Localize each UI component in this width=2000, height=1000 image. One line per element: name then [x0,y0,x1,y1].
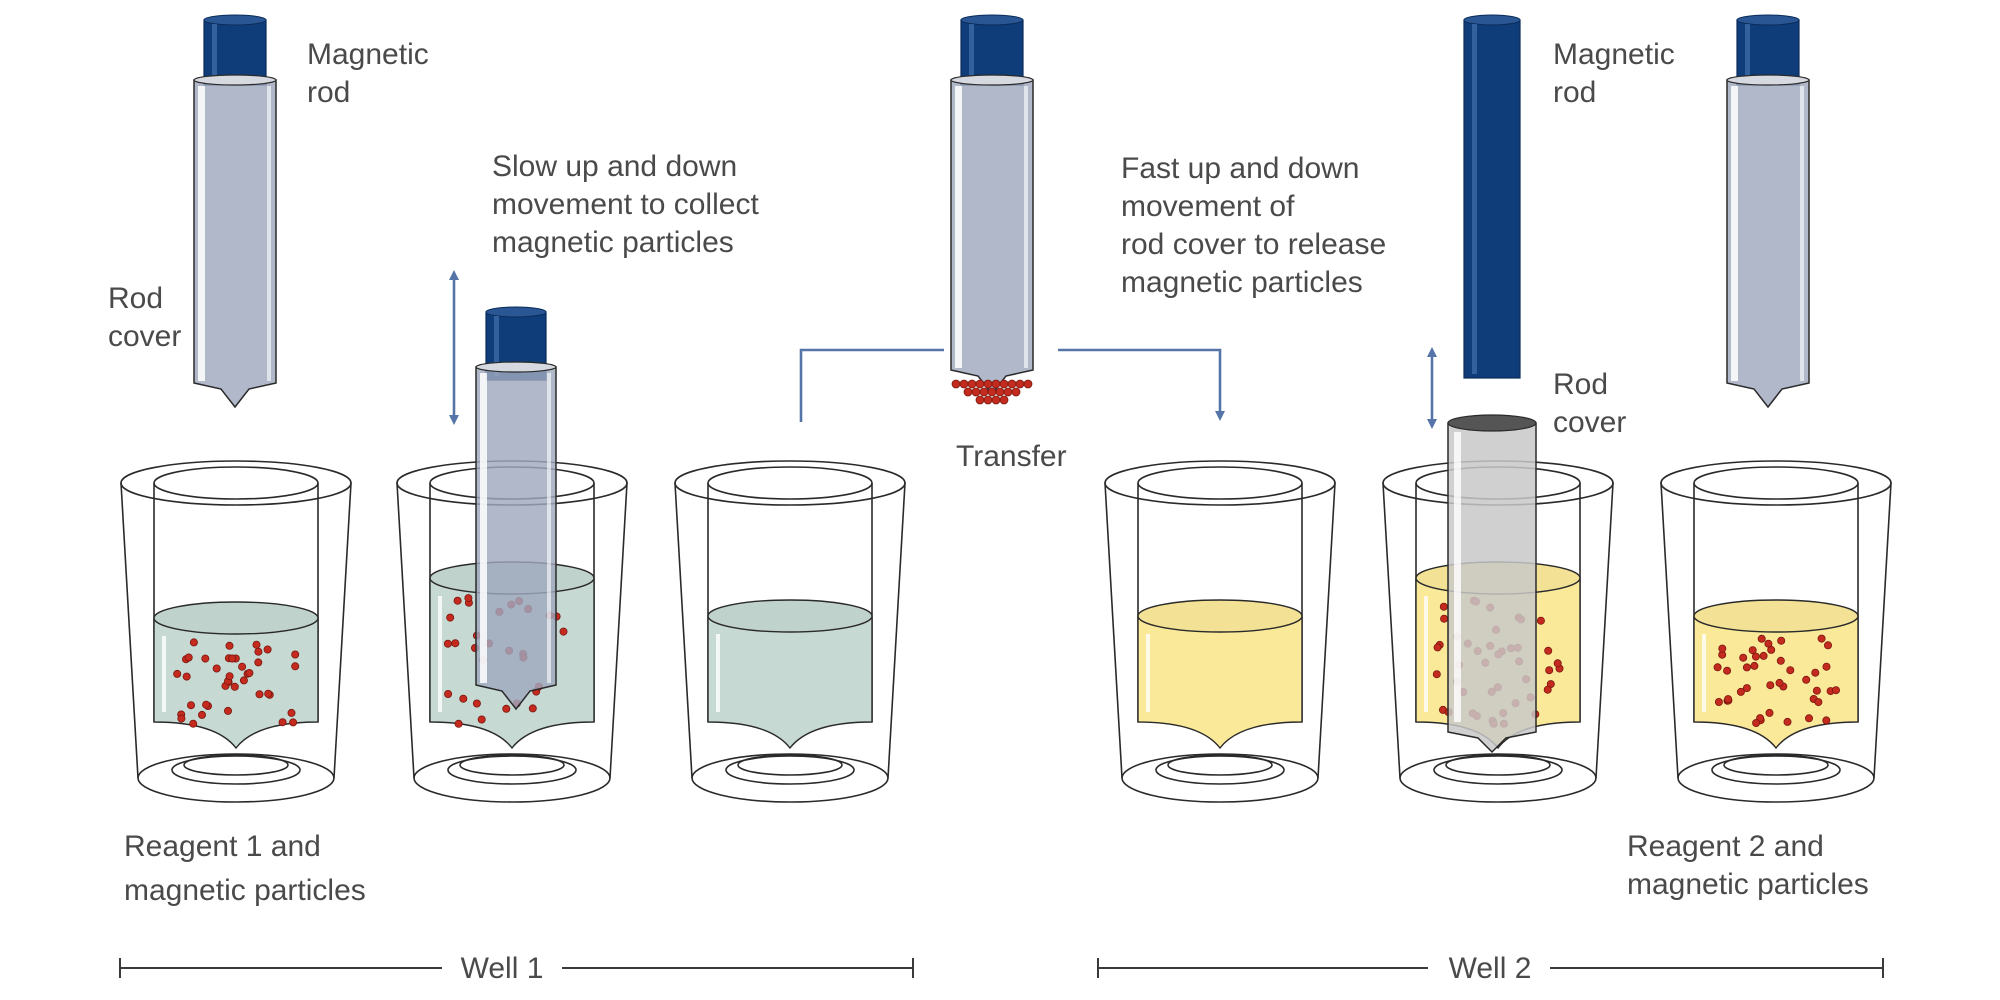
transfer-arrow-right [1058,348,1225,421]
rod-with-cover-1 [193,14,277,409]
rods-group [193,14,1810,754]
rod-with-cover-collecting [475,306,557,711]
rod-cover-label-left: Rod cover [108,282,181,353]
well2-bracket [1097,958,1884,978]
transfer-label: Transfer [956,440,1067,473]
well-1-reagent-initial [120,460,352,803]
rod-cover [475,366,557,711]
well-1-depleted [674,460,906,803]
rod-cover-in-well-2 [1447,414,1537,754]
arrows-group [449,270,1437,429]
rod-with-cover-transfer [950,14,1034,396]
liquid-surface [707,599,873,633]
particles-on-rod-tip [951,379,1033,405]
liquid-surface [1137,599,1303,633]
liquid [1137,615,1303,750]
rod-cover-label-right: Rod cover [1553,368,1626,439]
liquid-surface [1693,599,1859,633]
reagent1-label: Reagent 1 and magnetic particles [124,830,366,907]
magnetic-particles [173,638,300,728]
liquid-surface [153,601,319,635]
well1-label: Well 1 [461,952,544,985]
magnetic-rod-label-right: Magnetic rod [1553,38,1683,109]
well-2-final [1660,460,1892,803]
reagent2-label: Reagent 2 and magnetic particles [1627,830,1869,901]
rod-cover [950,79,1034,396]
well2-label: Well 2 [1449,952,1532,985]
magnetic-particles [1713,634,1841,728]
well1-bracket [119,958,914,978]
magnetic-rod-label-left: Magnetic rod [307,38,437,109]
well-2-reagent [1104,460,1336,803]
liquid [707,615,873,750]
magnetic-rod-raised [1463,14,1521,379]
wells-group [120,460,1892,803]
rod-cover [193,79,277,409]
rod-with-cover-final [1726,14,1810,409]
slow-movement-label: Slow up and down movement to collect mag… [492,150,767,259]
fast-movement-label: Fast up and down movement of rod cover t… [1121,152,1394,299]
transfer-arrow-left [799,348,944,422]
rod-cover [1726,79,1810,409]
